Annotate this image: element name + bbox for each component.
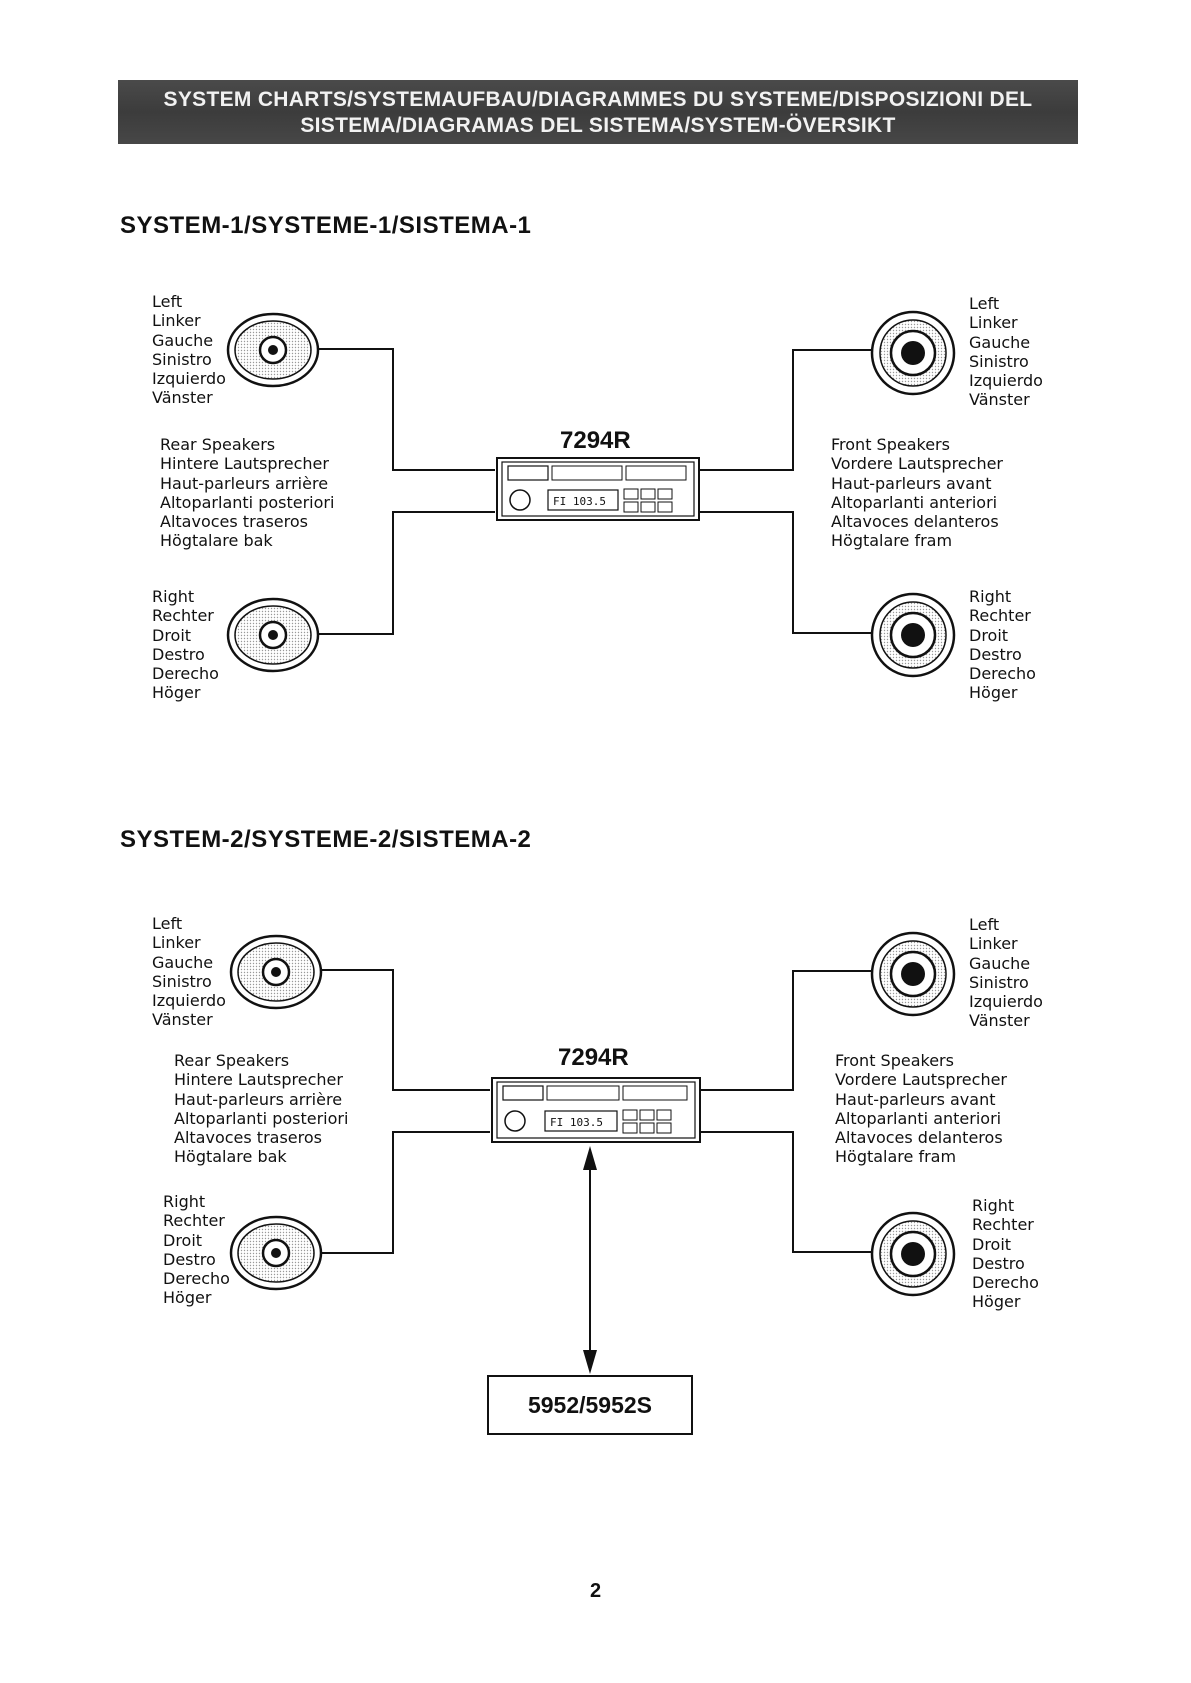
radio-display-text: FI 103.5 [550,1116,603,1129]
system-1-heading: SYSTEM-1/SYSTEME-1/SISTEMA-1 [120,212,532,239]
arrow-up-icon [583,1146,597,1170]
wire-rear-right [318,511,495,635]
system-2-heading: SYSTEM-2/SYSTEME-2/SISTEMA-2 [120,826,532,853]
banner-line-2: SISTEMA/DIAGRAMAS DEL SISTEMA/SYSTEM-ÖVE… [300,114,896,137]
wire-front-right-2 [700,1131,872,1253]
front-left-speaker-icon [870,310,956,396]
system-1-model: 7294R [560,427,631,454]
wire-rear-left [318,348,495,471]
wire-rear-right-2 [318,1131,490,1254]
radio-display-text: FI 103.5 [553,495,606,508]
system-2-radio-unit: FI 103.5 [491,1077,701,1143]
wire-front-right [698,511,872,634]
wire-front-left [698,349,872,471]
rear-right-speaker-icon [229,1215,323,1291]
system-2-model: 7294R [558,1044,629,1071]
title-banner: SYSTEM CHARTS/SYSTEMAUFBAU/DIAGRAMMES DU… [118,80,1078,144]
changer-box: 5952/5952S [487,1375,693,1435]
rear-left-speaker-icon [229,934,323,1010]
system-1-radio-unit: FI 103.5 [496,457,700,521]
wire-front-left-2 [700,970,872,1091]
rear-left-speaker-icon [226,312,320,388]
arrow-down-icon [583,1350,597,1374]
page-number: 2 [590,1580,602,1602]
wire-rear-left-2 [318,969,490,1091]
banner-line-1: SYSTEM CHARTS/SYSTEMAUFBAU/DIAGRAMMES DU… [163,88,1033,111]
front-right-speaker-icon [870,592,956,678]
rear-right-speaker-icon [226,597,320,673]
front-left-speaker-icon [870,931,956,1017]
front-right-speaker-icon [870,1211,956,1297]
